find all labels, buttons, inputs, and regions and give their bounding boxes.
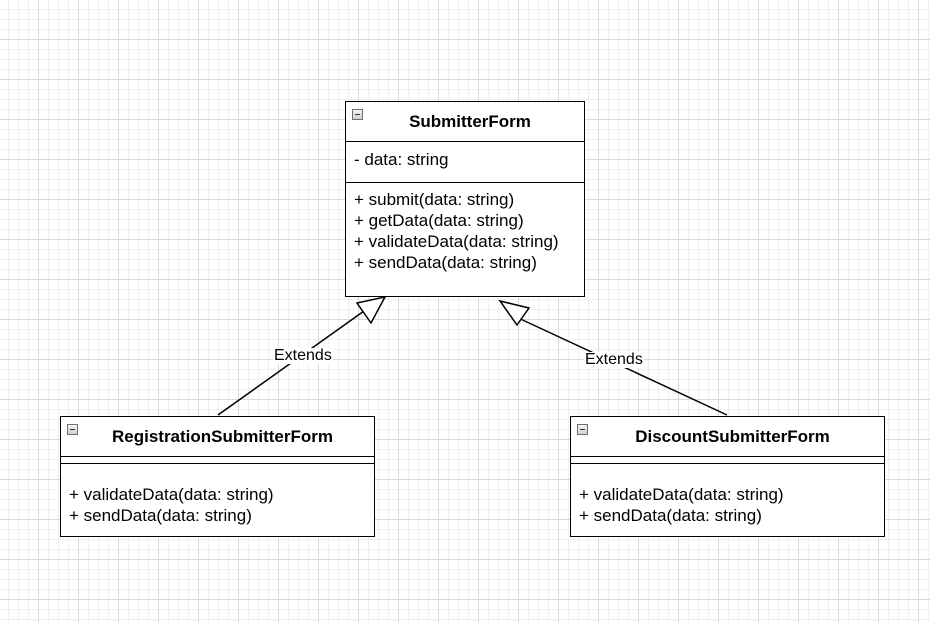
class-header: RegistrationSubmitterForm (61, 417, 374, 457)
extends-label-registration[interactable]: Extends (273, 347, 333, 364)
class-discountsubmitterform[interactable]: DiscountSubmitterForm + validateData(dat… (570, 416, 885, 537)
class-name: SubmitterForm (409, 112, 531, 131)
class-name: DiscountSubmitterForm (635, 427, 830, 446)
collapse-icon[interactable] (67, 424, 78, 435)
attribute-item: - data: string (354, 150, 449, 169)
collapse-icon[interactable] (352, 109, 363, 120)
methods-section: + validateData(data: string) + sendData(… (61, 464, 374, 526)
collapse-icon[interactable] (577, 424, 588, 435)
attributes-section: - data: string (346, 142, 584, 183)
class-submitterform[interactable]: SubmitterForm - data: string + submit(da… (345, 101, 585, 297)
generalization-arrowhead (498, 299, 531, 327)
attributes-section (61, 457, 374, 464)
class-registrationsubmitterform[interactable]: RegistrationSubmitterForm + validateData… (60, 416, 375, 537)
class-header: SubmitterForm (346, 102, 584, 142)
extends-label-discount[interactable]: Extends (584, 351, 644, 368)
method-item: + sendData(data: string) (354, 253, 537, 272)
method-item: + validateData(data: string) (354, 232, 559, 251)
method-item: + validateData(data: string) (69, 485, 274, 504)
method-item: + sendData(data: string) (69, 506, 252, 525)
method-item: + validateData(data: string) (579, 485, 784, 504)
method-item: + sendData(data: string) (579, 506, 762, 525)
method-item: + submit(data: string) (354, 190, 515, 209)
methods-section: + validateData(data: string) + sendData(… (571, 464, 884, 526)
class-name: RegistrationSubmitterForm (111, 427, 334, 446)
attributes-section (571, 457, 884, 464)
generalization-arrowhead (355, 295, 387, 325)
class-header: DiscountSubmitterForm (571, 417, 884, 457)
method-item: + getData(data: string) (354, 211, 524, 230)
methods-section: + submit(data: string) + getData(data: s… (346, 183, 584, 273)
